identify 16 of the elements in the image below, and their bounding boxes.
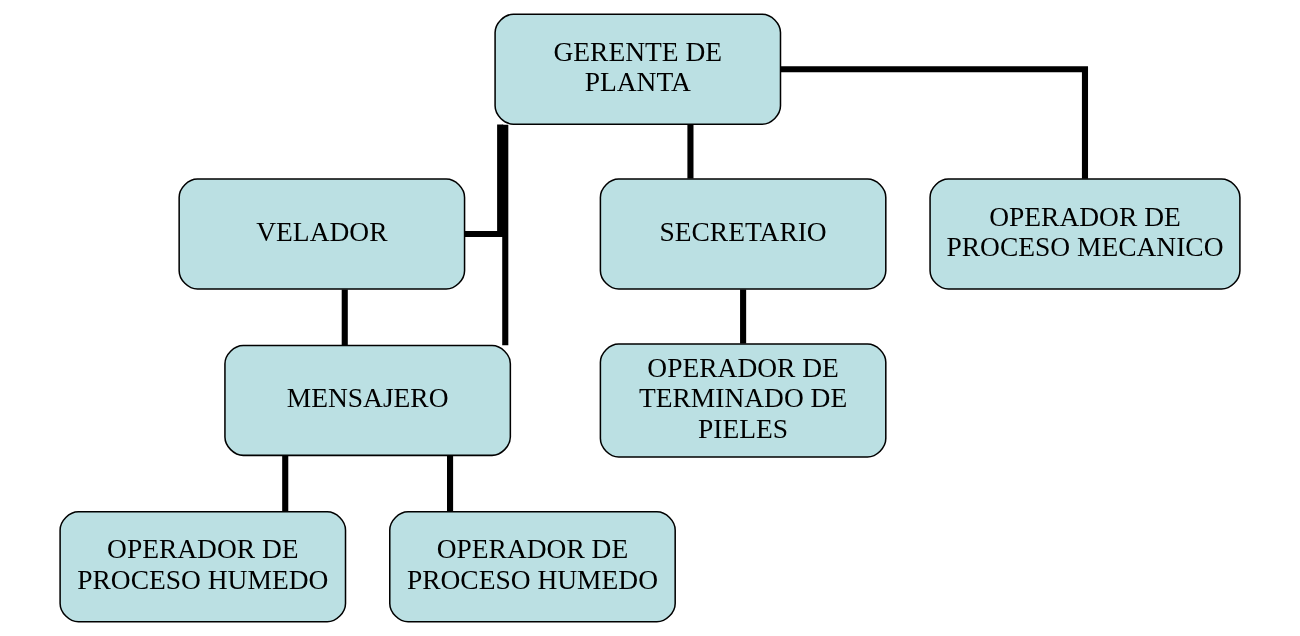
node-box: MENSAJERO <box>224 344 512 457</box>
node-box: OPERADOR DE PROCESO MECANICO <box>929 178 1241 290</box>
connector <box>282 455 289 512</box>
connector <box>780 66 1089 179</box>
connector <box>687 124 694 179</box>
connector <box>502 124 509 346</box>
node-box: VELADOR <box>178 178 466 290</box>
node-box: GERENTE DE PLANTA <box>494 13 782 125</box>
connector <box>464 124 504 238</box>
connector <box>447 455 454 512</box>
node-box: OPERADOR DE PROCESO HUMEDO <box>59 511 347 623</box>
node-box: OPERADOR DE PROCESO HUMEDO <box>389 511 676 623</box>
node-box: OPERADOR DE TERMINADO DE PIELES <box>599 343 887 458</box>
node-box: SECRETARIO <box>599 178 887 290</box>
connector <box>341 289 348 346</box>
connector <box>740 289 747 344</box>
